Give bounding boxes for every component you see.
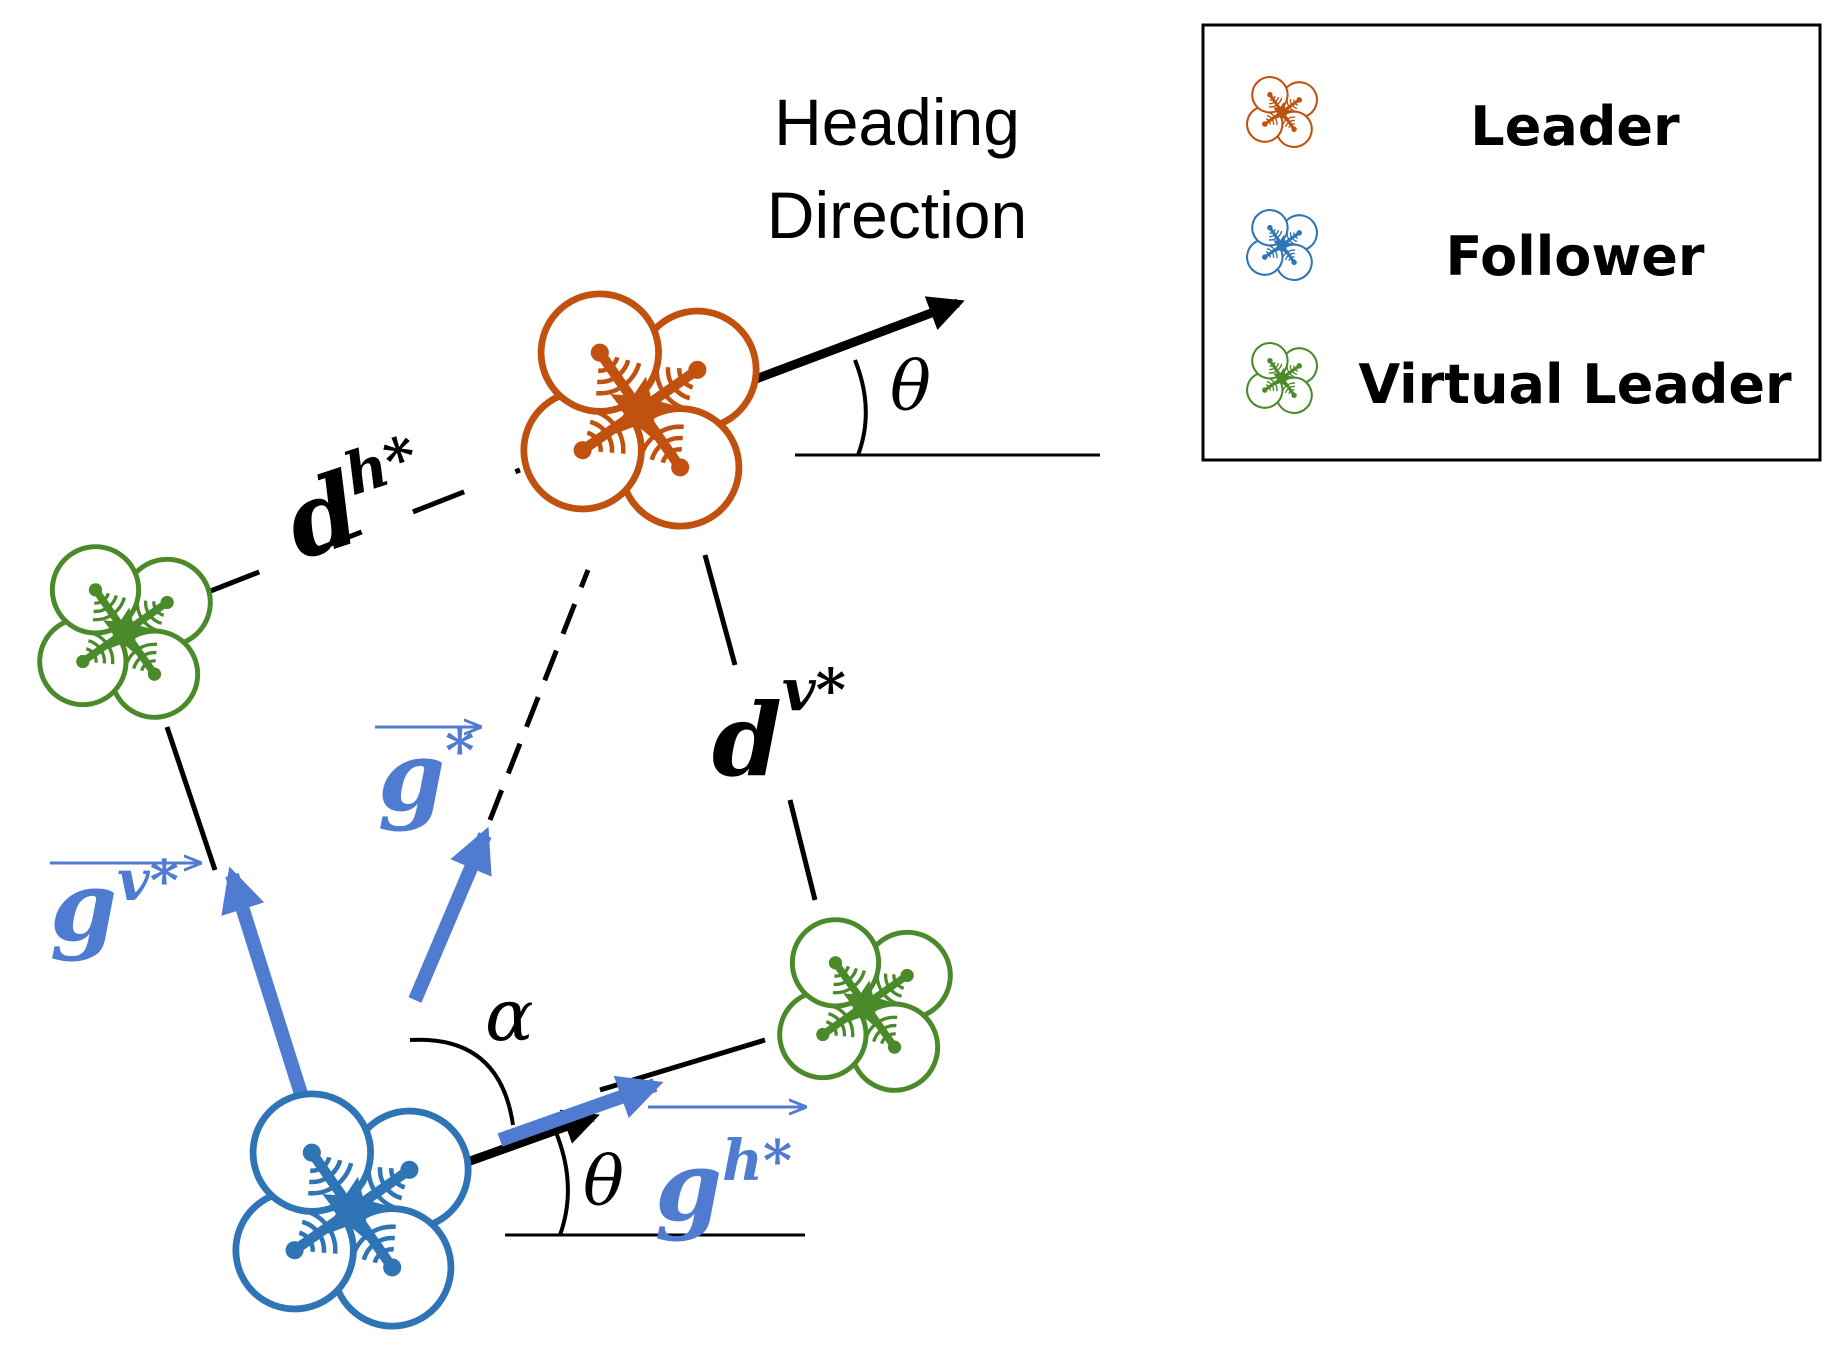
legend-label-follower: Follower bbox=[1445, 225, 1704, 288]
heading-label-line2: Direction bbox=[767, 178, 1027, 252]
legend: Leader Follower Virtual Leader bbox=[1201, 23, 1822, 462]
legend-virtual-leader-drone-icon bbox=[1246, 342, 1318, 414]
g-vector-arrow bbox=[408, 826, 492, 1003]
theta-top-arc bbox=[853, 359, 868, 456]
virtual-left-line bbox=[164, 726, 218, 871]
legend-leader-drone-icon bbox=[1246, 76, 1318, 148]
heading-label-line1: Heading bbox=[774, 85, 1020, 159]
legend-label-leader: Leader bbox=[1470, 95, 1680, 158]
legend-label-virtual-leader: Virtual Leader bbox=[1358, 353, 1792, 416]
theta-top-label: θ bbox=[890, 348, 931, 427]
g-star-dashed-line bbox=[487, 569, 591, 821]
gh-label: gh* bbox=[655, 1128, 792, 1243]
g-label: g* bbox=[378, 718, 474, 833]
virtual-leader-drone-icon bbox=[37, 544, 213, 720]
gv-vector-arrow bbox=[221, 866, 309, 1100]
follower-to-virtual-line bbox=[599, 1037, 766, 1093]
heading-arrow bbox=[738, 296, 965, 390]
follower-drone-icon bbox=[232, 1090, 472, 1330]
gv-label: gv* bbox=[50, 848, 179, 963]
dv-label: dv* bbox=[712, 656, 846, 799]
legend-follower-drone-icon bbox=[1246, 209, 1318, 281]
alpha-arc bbox=[409, 1037, 515, 1126]
theta-bottom-arc bbox=[553, 1129, 570, 1236]
theta-bottom-label: θ bbox=[583, 1143, 624, 1222]
virtual-leader-drone-icon bbox=[777, 917, 953, 1093]
leader-drone-icon bbox=[520, 290, 760, 530]
dh-label: dh* bbox=[269, 422, 442, 583]
dv-left-line bbox=[702, 554, 738, 666]
alpha-label: α bbox=[485, 973, 534, 1057]
gh-vector-arrow bbox=[497, 1075, 664, 1147]
dv-right-line bbox=[787, 799, 818, 901]
